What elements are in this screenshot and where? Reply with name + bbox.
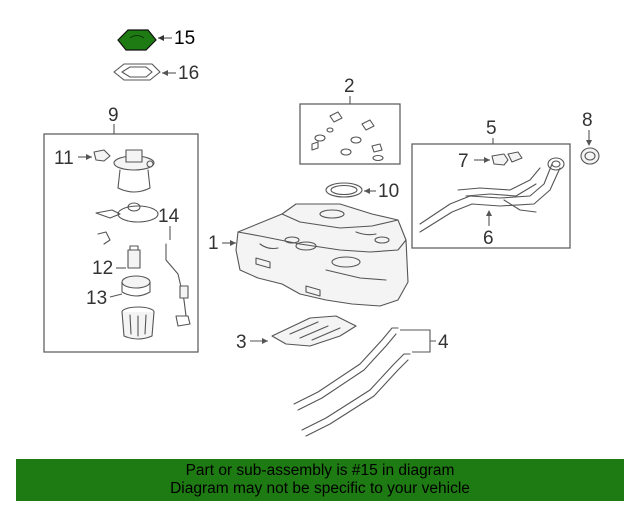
- callout-6-arrow: [486, 210, 492, 216]
- callout-1[interactable]: 1: [208, 233, 219, 254]
- part-14-level-sender[interactable]: [165, 243, 191, 327]
- part-fuel-line-clip[interactable]: [97, 231, 111, 245]
- callout-15-arrow: [158, 35, 164, 41]
- part-3-heat-shield[interactable]: [271, 315, 357, 347]
- callout-7-arrow: [484, 157, 490, 163]
- part-11-connector[interactable]: [93, 149, 111, 162]
- fasteners-box: [299, 103, 401, 165]
- callout-11[interactable]: 11: [54, 148, 74, 169]
- callout-3[interactable]: 3: [236, 332, 247, 353]
- info-banner: Part or sub-assembly is #15 in diagram D…: [16, 459, 624, 501]
- filler-neck-box: [411, 143, 571, 249]
- callout-3-arrow: [262, 338, 268, 344]
- callout-10[interactable]: 10: [378, 181, 399, 202]
- part-12-regulator[interactable]: [127, 245, 141, 269]
- callout-16[interactable]: 16: [178, 63, 199, 84]
- part-1-fuel-tank[interactable]: [235, 203, 409, 307]
- callout-14[interactable]: 14: [158, 206, 180, 227]
- callout-15[interactable]: 15: [174, 28, 195, 49]
- part-4-straps[interactable]: [293, 327, 411, 437]
- part-2-fasteners[interactable]: [311, 111, 384, 162]
- banner-line-2: Diagram may not be specific to your vehi…: [170, 480, 470, 497]
- fuel-pump-module-top[interactable]: [113, 149, 155, 193]
- callout-1-arrow: [230, 240, 236, 246]
- callout-6[interactable]: 6: [483, 228, 494, 249]
- callout-5[interactable]: 5: [486, 118, 497, 139]
- part-10-seal-ring[interactable]: [325, 182, 363, 198]
- fuel-pump-reservoir[interactable]: [121, 306, 155, 340]
- part-7-valve[interactable]: [491, 151, 523, 166]
- callout-13-leader: [109, 293, 123, 298]
- callout-8[interactable]: 8: [582, 110, 593, 131]
- fuel-pump-assembly-box: [43, 133, 199, 353]
- banner-line-1: Part or sub-assembly is #15 in diagram: [185, 462, 455, 479]
- callout-4-leader: [400, 329, 436, 353]
- part-16-ring[interactable]: [113, 63, 161, 81]
- part-15-gasket[interactable]: [117, 29, 157, 51]
- callout-11-arrow: [86, 154, 92, 160]
- callout-9[interactable]: 9: [108, 105, 119, 126]
- callout-13[interactable]: 13: [86, 288, 107, 309]
- callout-10-arrow: [364, 188, 370, 194]
- part-8-cap[interactable]: [580, 147, 600, 165]
- callout-8-arrow: [586, 140, 592, 146]
- callout-7[interactable]: 7: [458, 151, 469, 172]
- callout-16-arrow: [162, 70, 168, 76]
- fuel-pump-filter[interactable]: [95, 202, 159, 223]
- part-filler-pipe[interactable]: [419, 157, 565, 233]
- callout-4[interactable]: 4: [438, 332, 449, 353]
- callout-12[interactable]: 12: [92, 258, 113, 279]
- callout-2[interactable]: 2: [344, 76, 355, 97]
- part-13-seal[interactable]: [121, 275, 151, 297]
